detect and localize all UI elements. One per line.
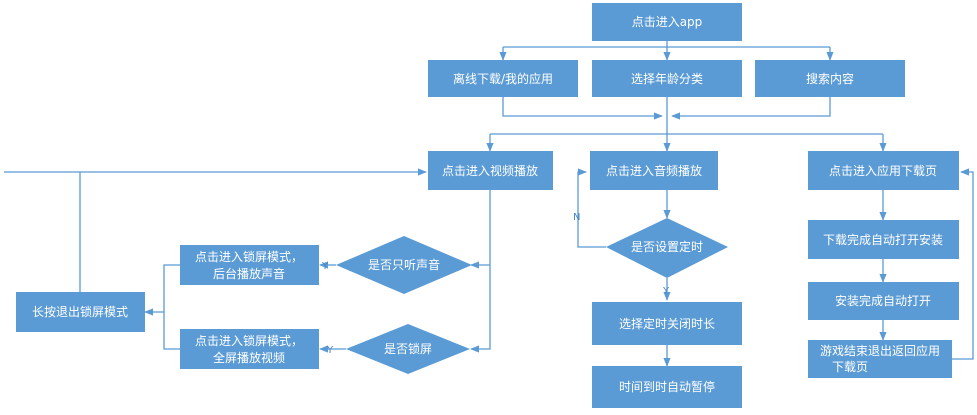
svg-text:全屏播放视频: 全屏播放视频	[213, 350, 285, 365]
svg-text:下载完成自动打开安装: 下载完成自动打开安装	[823, 232, 943, 247]
edge-label-timer-yes: Y	[662, 286, 670, 297]
svg-text:点击进入音频播放: 点击进入音频播放	[606, 163, 702, 178]
node-lock-full: 点击进入锁屏模式， 全屏播放视频	[180, 329, 319, 369]
edge-lockfull-to-exit	[163, 312, 180, 350]
edge-lockbg-to-exit	[144, 264, 180, 316]
svg-text:离线下载/我的应用: 离线下载/我的应用	[453, 71, 553, 86]
svg-text:选择定时关闭时长: 选择定时关闭时长	[619, 316, 715, 331]
node-dl-done: 下载完成自动打开安装	[808, 220, 959, 259]
node-exit-lock: 长按退出锁屏模式	[16, 292, 145, 332]
svg-text:是否设置定时: 是否设置定时	[631, 239, 703, 254]
svg-text:点击进入锁屏模式，: 点击进入锁屏模式，	[195, 249, 303, 264]
svg-text:搜索内容: 搜索内容	[806, 71, 854, 86]
svg-text:选择年龄分类: 选择年龄分类	[631, 72, 703, 86]
edge-game-back-to-appdl	[952, 168, 974, 360]
node-listen-only: 是否只听声音	[336, 236, 472, 294]
edge-label-timer-no: N	[573, 212, 580, 223]
edge-label-lock-yes: Y	[326, 345, 334, 356]
edge-timer-no	[577, 168, 606, 248]
svg-text:点击进入应用下载页: 点击进入应用下载页	[829, 163, 937, 178]
svg-text:点击进入app: 点击进入app	[632, 15, 703, 29]
node-age: 选择年龄分类	[592, 60, 742, 97]
svg-text:长按退出锁屏模式: 长按退出锁屏模式	[32, 304, 128, 319]
node-install-done: 安装完成自动打开	[808, 282, 959, 320]
node-audio: 点击进入音频播放	[590, 151, 718, 190]
node-enter-app: 点击进入app	[592, 3, 742, 41]
svg-text:下载页: 下载页	[832, 360, 868, 374]
svg-text:点击进入视频播放: 点击进入视频播放	[442, 163, 538, 178]
svg-text:安装完成自动打开: 安装完成自动打开	[835, 293, 931, 308]
node-timer-pause: 时间到时自动暂停	[592, 366, 742, 408]
node-timer: 是否设置定时	[606, 218, 728, 278]
svg-text:时间到时自动暂停: 时间到时自动暂停	[619, 379, 715, 394]
svg-text:是否只听声音: 是否只听声音	[368, 257, 440, 272]
node-timer-choose: 选择定时关闭时长	[592, 302, 742, 345]
edge-search-merge	[671, 97, 831, 120]
node-lock: 是否锁屏	[346, 324, 470, 374]
node-offline: 离线下载/我的应用	[428, 60, 578, 97]
node-video: 点击进入视频播放	[428, 151, 553, 190]
node-appdl: 点击进入应用下载页	[808, 151, 959, 190]
edge-label-listen-yes: Y	[321, 261, 329, 272]
svg-text:游戏结束退出返回应用: 游戏结束退出返回应用	[820, 343, 940, 358]
node-game-end: 游戏结束退出返回应用 下载页	[808, 340, 952, 378]
edge-exit-back-to-video	[4, 172, 426, 292]
svg-text:点击进入锁屏模式，: 点击进入锁屏模式，	[195, 333, 303, 348]
connectors: Y Y N Y	[4, 41, 974, 367]
svg-text:后台播放声音: 后台播放声音	[213, 266, 285, 281]
edge-offline-merge	[502, 97, 663, 120]
svg-text:是否锁屏: 是否锁屏	[384, 341, 432, 356]
edge-video-down	[470, 190, 491, 353]
node-search: 搜索内容	[755, 60, 905, 97]
node-lock-bg: 点击进入锁屏模式， 后台播放声音	[180, 245, 319, 285]
